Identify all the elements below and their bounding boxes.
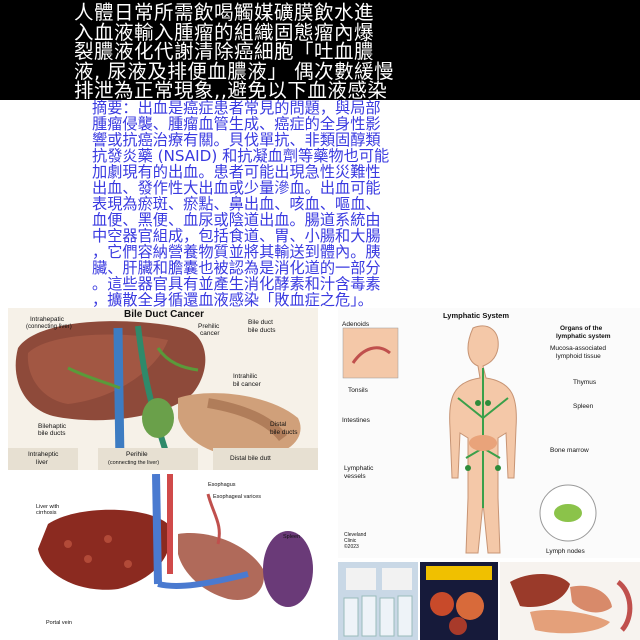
label-liver-spleen: Spleen (283, 534, 300, 540)
label-bile-ducts-2: bile ducts (38, 430, 66, 437)
label-organs-1: Organs of the (560, 325, 603, 332)
liver-varices-illustration: Esophagus Esophageal varices Liver with … (8, 474, 328, 640)
header-line-2: 入血液輸入腫瘤的組織固態瘤內爆 (74, 21, 375, 44)
abstract-text: 摘要：出血是癌症患者常見的問題，與局部 腫瘤侵襲、腫瘤血管生成、癌症的全身性影 … (92, 100, 562, 310)
label-vessels: vessels (344, 473, 366, 480)
abstract-line: 臟、肝臟和膽囊也被認為是消化道的一部分 (92, 259, 381, 277)
lymphatic-drawing: Lymphatic System Adenoids Organs of the … (338, 308, 640, 558)
label-bil-cancer: bil cancer (233, 381, 262, 388)
abstract-line: ，它們容納營養物質並將其輸送到體內。胰 (92, 243, 381, 261)
cells-photo (420, 562, 498, 640)
abstract-line: 腫瘤侵襲、腫瘤血管生成、癌症的全身性影 (92, 115, 381, 133)
header-line-3: 裂膿液化代謝清除癌細胞「吐血膿 (74, 40, 375, 63)
abstract-line: 抗發炎藥 (NSAID) 和抗凝血劑等藥物也可能 (92, 147, 390, 165)
label-lymphatic: Lymphatic (344, 465, 374, 472)
label-organs-2: lymphatic system (556, 333, 611, 340)
abstract-line: 出血、發作性大出血或少量滲血。出血可能 (92, 179, 381, 197)
label-distal: Distal (270, 421, 287, 428)
digestive-organs-photo (500, 562, 640, 640)
label-tonsils: Tonsils (348, 387, 369, 394)
abstract-line: 中空器官組成，包括食道、胃、小腸和大腸 (92, 227, 381, 245)
abstract-line: 。這些器官具有並產生消化酵素和汁含毒素 (92, 275, 381, 293)
label-perihile: Perihile (126, 451, 148, 458)
header-banner: 人體日常所需飲喝觸媒礦膜飲水進 入血液輸入腫瘤的組織固態瘤內爆 裂膿液化代謝清除… (0, 0, 640, 102)
liver-drawing: Esophagus Esophageal varices Liver with … (8, 474, 328, 640)
product-photo-cells (420, 562, 498, 640)
label-intestines: Intestines (342, 417, 371, 424)
label-year: ©2023 (344, 543, 359, 550)
label-liver: liver (36, 459, 49, 466)
abstract-line: ，擴散全身循還血液感染「敗血症之危」。 (92, 291, 373, 309)
abstract-line: 加劇現有的出血。患者可能出現急性災難性 (92, 163, 381, 181)
bottles-photo (338, 562, 418, 640)
label-malt-2: lymphoid tissue (556, 353, 601, 360)
abstract-line: 血便、黑便、血尿或陰道出血。腸道系統由 (92, 211, 381, 229)
label-distal-ducts: bile ducts (270, 429, 298, 436)
label-cleveland-2: Clinic (344, 538, 357, 544)
bile-duct-drawing: Bile Duct Cancer Intrahepatic (connectin… (8, 308, 318, 470)
abstract-line: 響或抗癌治療有關。貝伐單抗、非類固醇類 (92, 131, 381, 149)
lymphatic-title: Lymphatic System (443, 311, 509, 320)
label-bone-marrow: Bone marrow (550, 447, 589, 454)
digestive-photo (500, 562, 640, 640)
label-intraheptic: Intraheptic (28, 451, 59, 458)
header-line-1: 人體日常所需飲喝觸媒礦膜飲水進 (74, 1, 375, 24)
label-liver-2: cirrhosis (36, 510, 57, 516)
label-connecting: (connecting liver) (26, 324, 72, 330)
label-cleveland-1: Cleveland (344, 532, 366, 538)
label-liver-1: Liver with (36, 504, 59, 510)
label-intrahepatic: Intrahepatic (30, 316, 65, 323)
label-thymus: Thymus (573, 379, 597, 386)
label-bile-ducts-1: bile ducts (248, 327, 276, 334)
label-adenoids: Adenoids (342, 321, 370, 328)
label-distal-bile-dutt: Distal bile dutt (230, 455, 271, 462)
label-cancer: cancer (200, 330, 220, 337)
bile-duct-cancer-illustration: Bile Duct Cancer Intrahepatic (connectin… (8, 308, 318, 470)
label-lymph-nodes: Lymph nodes (546, 548, 586, 555)
product-photo-bottles (338, 562, 418, 640)
label-prehilic: Prehilic (198, 323, 220, 330)
label-bile-duct-1: Bile duct (248, 319, 273, 326)
label-varices: Esophageal varices (213, 494, 261, 500)
label-spleen: Spleen (573, 403, 594, 410)
label-esophagus: Esophagus (208, 482, 236, 488)
header-line-5: 排泄為正常現象,,避免以下血液感染 (74, 79, 388, 102)
bile-duct-title: Bile Duct Cancer (124, 309, 204, 320)
lymphatic-system-illustration: Lymphatic System Adenoids Organs of the … (338, 308, 640, 558)
abstract-line: 摘要：出血是癌症患者常見的問題，與局部 (92, 99, 381, 117)
label-connecting-liver: (connecting the liver) (108, 460, 159, 466)
label-portal-vein: Portal vein (46, 620, 72, 626)
label-intrahilic: Intrahilic (233, 373, 258, 380)
label-bilehaptic: Bilehaptic (38, 423, 67, 430)
label-malt-1: Mucosa-associated (550, 345, 606, 352)
abstract-line: 表現為瘀斑、瘀點、鼻出血、咳血、嘔血、 (92, 195, 381, 213)
header-line-4: 液, 尿液及排便血膿液」 偶次數緩慢 (74, 60, 395, 83)
